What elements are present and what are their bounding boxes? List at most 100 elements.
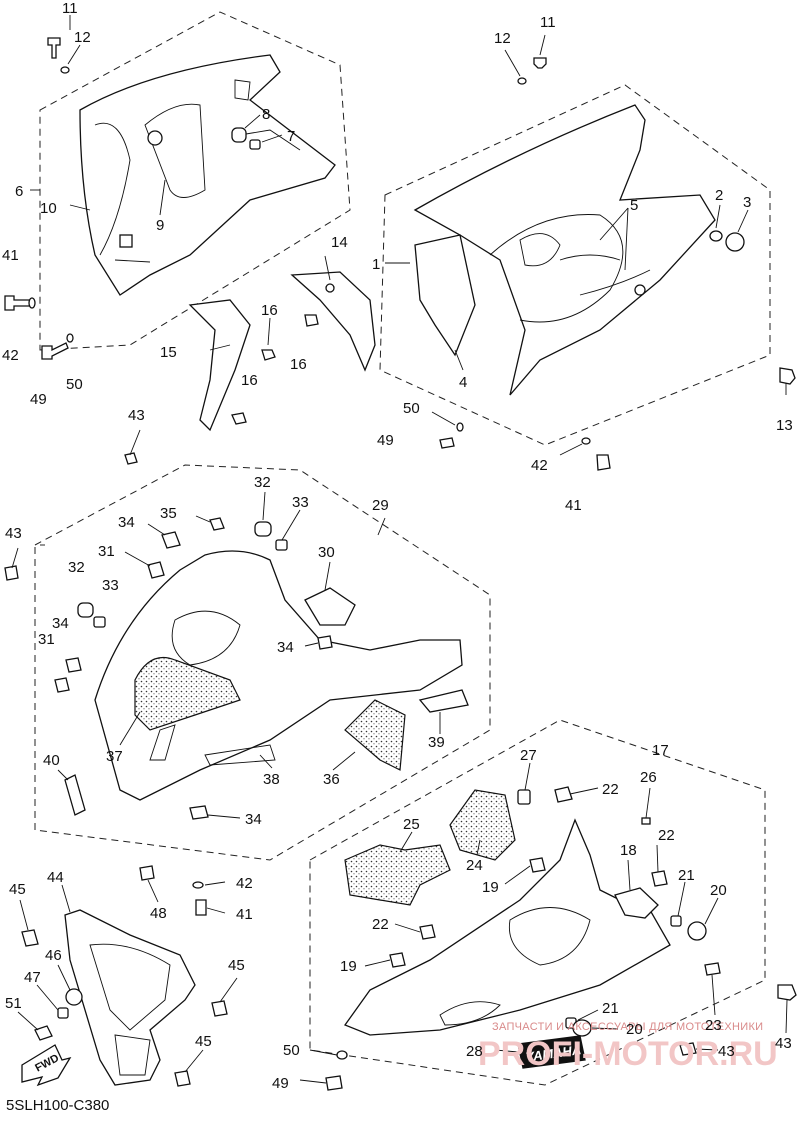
callout-45-left: 45 bbox=[9, 881, 26, 898]
insulator-37 bbox=[134, 656, 241, 731]
callout-42-left: 42 bbox=[2, 347, 19, 364]
clip-45-b bbox=[211, 1000, 228, 1017]
clip-45-c bbox=[174, 1070, 191, 1087]
callout-33-left: 33 bbox=[102, 577, 119, 594]
collar-7 bbox=[249, 139, 261, 150]
callout-41-lower: 41 bbox=[236, 906, 253, 923]
bolt-49-left bbox=[41, 342, 69, 360]
callout-20-lower: 20 bbox=[626, 1021, 643, 1038]
callout-10: 10 bbox=[40, 200, 57, 217]
clip-26 bbox=[641, 817, 651, 825]
callout-50-right: 50 bbox=[403, 400, 420, 417]
collar-47 bbox=[57, 1007, 69, 1019]
callout-32-upper: 32 bbox=[254, 474, 271, 491]
fwd-arrow-icon bbox=[21, 1044, 72, 1087]
diagram-code: 5SLH100-C380 bbox=[6, 1097, 109, 1114]
bolt-43-c bbox=[777, 984, 797, 1001]
callout-5: 5 bbox=[630, 197, 638, 214]
callout-43-upper: 43 bbox=[128, 407, 145, 424]
callout-31-upper: 31 bbox=[98, 543, 115, 560]
callout-33-upper: 33 bbox=[292, 494, 309, 511]
inner-panel-4 bbox=[414, 234, 476, 357]
callout-51: 51 bbox=[5, 995, 22, 1012]
inner-panels-14-15 bbox=[188, 271, 376, 432]
callout-13: 13 bbox=[776, 417, 793, 434]
nut-34-b bbox=[317, 635, 333, 650]
insulator-25 bbox=[344, 844, 451, 906]
under-cowling-front bbox=[4, 452, 469, 820]
bracket-30 bbox=[304, 587, 356, 626]
screw-16-a bbox=[261, 349, 276, 361]
callout-30: 30 bbox=[318, 544, 335, 561]
bolt-43-a bbox=[124, 452, 138, 465]
bolt-41-left bbox=[4, 295, 31, 311]
callout-19-lower: 19 bbox=[340, 958, 357, 975]
callout-50-bottom: 50 bbox=[283, 1042, 300, 1059]
bolt-41-bottom bbox=[195, 899, 207, 916]
insulator-36 bbox=[344, 699, 406, 771]
callout-49-right: 49 bbox=[377, 432, 394, 449]
callout-16-middle: 16 bbox=[290, 356, 307, 373]
callout-39: 39 bbox=[428, 734, 445, 751]
callout-15: 15 bbox=[160, 344, 177, 361]
emblem-28 bbox=[517, 1035, 586, 1069]
callout-36: 36 bbox=[323, 771, 340, 788]
callout-18: 18 bbox=[620, 842, 637, 859]
grommet-32-b bbox=[77, 602, 94, 618]
left-side-cowling-boundary bbox=[39, 11, 351, 351]
side-cowling-right bbox=[413, 57, 796, 471]
collar-33-a bbox=[275, 539, 288, 551]
bracket-18 bbox=[614, 887, 659, 919]
fasteners-top-left bbox=[4, 37, 261, 360]
callout-34-left: 34 bbox=[52, 615, 69, 632]
washer-42-bottom bbox=[192, 881, 204, 889]
bolt-11-top-right bbox=[533, 57, 547, 69]
bolt-41-right bbox=[596, 454, 611, 471]
callout-50-left: 50 bbox=[66, 376, 83, 393]
callout-43-left: 43 bbox=[5, 525, 22, 542]
grommet-8 bbox=[231, 127, 247, 143]
screw-51 bbox=[34, 1025, 53, 1041]
callout-9: 9 bbox=[156, 217, 164, 234]
nut-34-a bbox=[161, 531, 181, 549]
callout-34-upper: 34 bbox=[118, 514, 135, 531]
inner-panel-14 bbox=[290, 271, 376, 372]
nut-31-b bbox=[54, 677, 70, 693]
bolt-49-bottom bbox=[325, 1075, 343, 1091]
grommet-32-a bbox=[254, 521, 272, 537]
callout-46: 46 bbox=[45, 947, 62, 964]
bolt-35 bbox=[209, 517, 225, 531]
nut-19-b bbox=[389, 952, 406, 968]
nut-19-a bbox=[529, 857, 546, 873]
collar-33-b bbox=[93, 616, 106, 628]
washer-50-bottom bbox=[336, 1050, 348, 1060]
callout-12-top-right: 12 bbox=[494, 30, 511, 47]
side-panel-44: FWD bbox=[21, 909, 228, 1087]
grommet-20-a bbox=[687, 921, 707, 941]
callout-43-bottom: 43 bbox=[718, 1043, 735, 1060]
grommet-46 bbox=[65, 988, 83, 1006]
callout-1: 1 bbox=[372, 256, 380, 273]
callout-47: 47 bbox=[24, 969, 41, 986]
callout-41-left: 41 bbox=[2, 247, 19, 264]
callout-27: 27 bbox=[520, 747, 537, 764]
collar-2 bbox=[709, 230, 723, 242]
bolt-48 bbox=[139, 865, 155, 881]
callout-34-lower: 34 bbox=[245, 811, 262, 828]
callout-37: 37 bbox=[106, 748, 123, 765]
callout-2: 2 bbox=[715, 187, 723, 204]
watermark-small: ЗАПЧАСТИ И АКСЕССУАРЫ ДЛЯ МОТОТЕХНИКИ bbox=[492, 1021, 763, 1033]
callout-49-bottom: 49 bbox=[272, 1075, 289, 1092]
callout-28: 28 bbox=[466, 1043, 483, 1060]
bolt-23 bbox=[704, 962, 721, 976]
nut-31-a bbox=[147, 561, 165, 579]
callout-42-right: 42 bbox=[531, 457, 548, 474]
callout-11-top-right: 11 bbox=[540, 14, 556, 31]
callout-40: 40 bbox=[43, 752, 60, 769]
callout-7: 7 bbox=[287, 128, 295, 145]
collar-21-a bbox=[670, 915, 682, 927]
callout-41-right: 41 bbox=[565, 497, 582, 514]
callout-11-top-left: 11 bbox=[62, 0, 78, 17]
callout-4: 4 bbox=[459, 374, 467, 391]
